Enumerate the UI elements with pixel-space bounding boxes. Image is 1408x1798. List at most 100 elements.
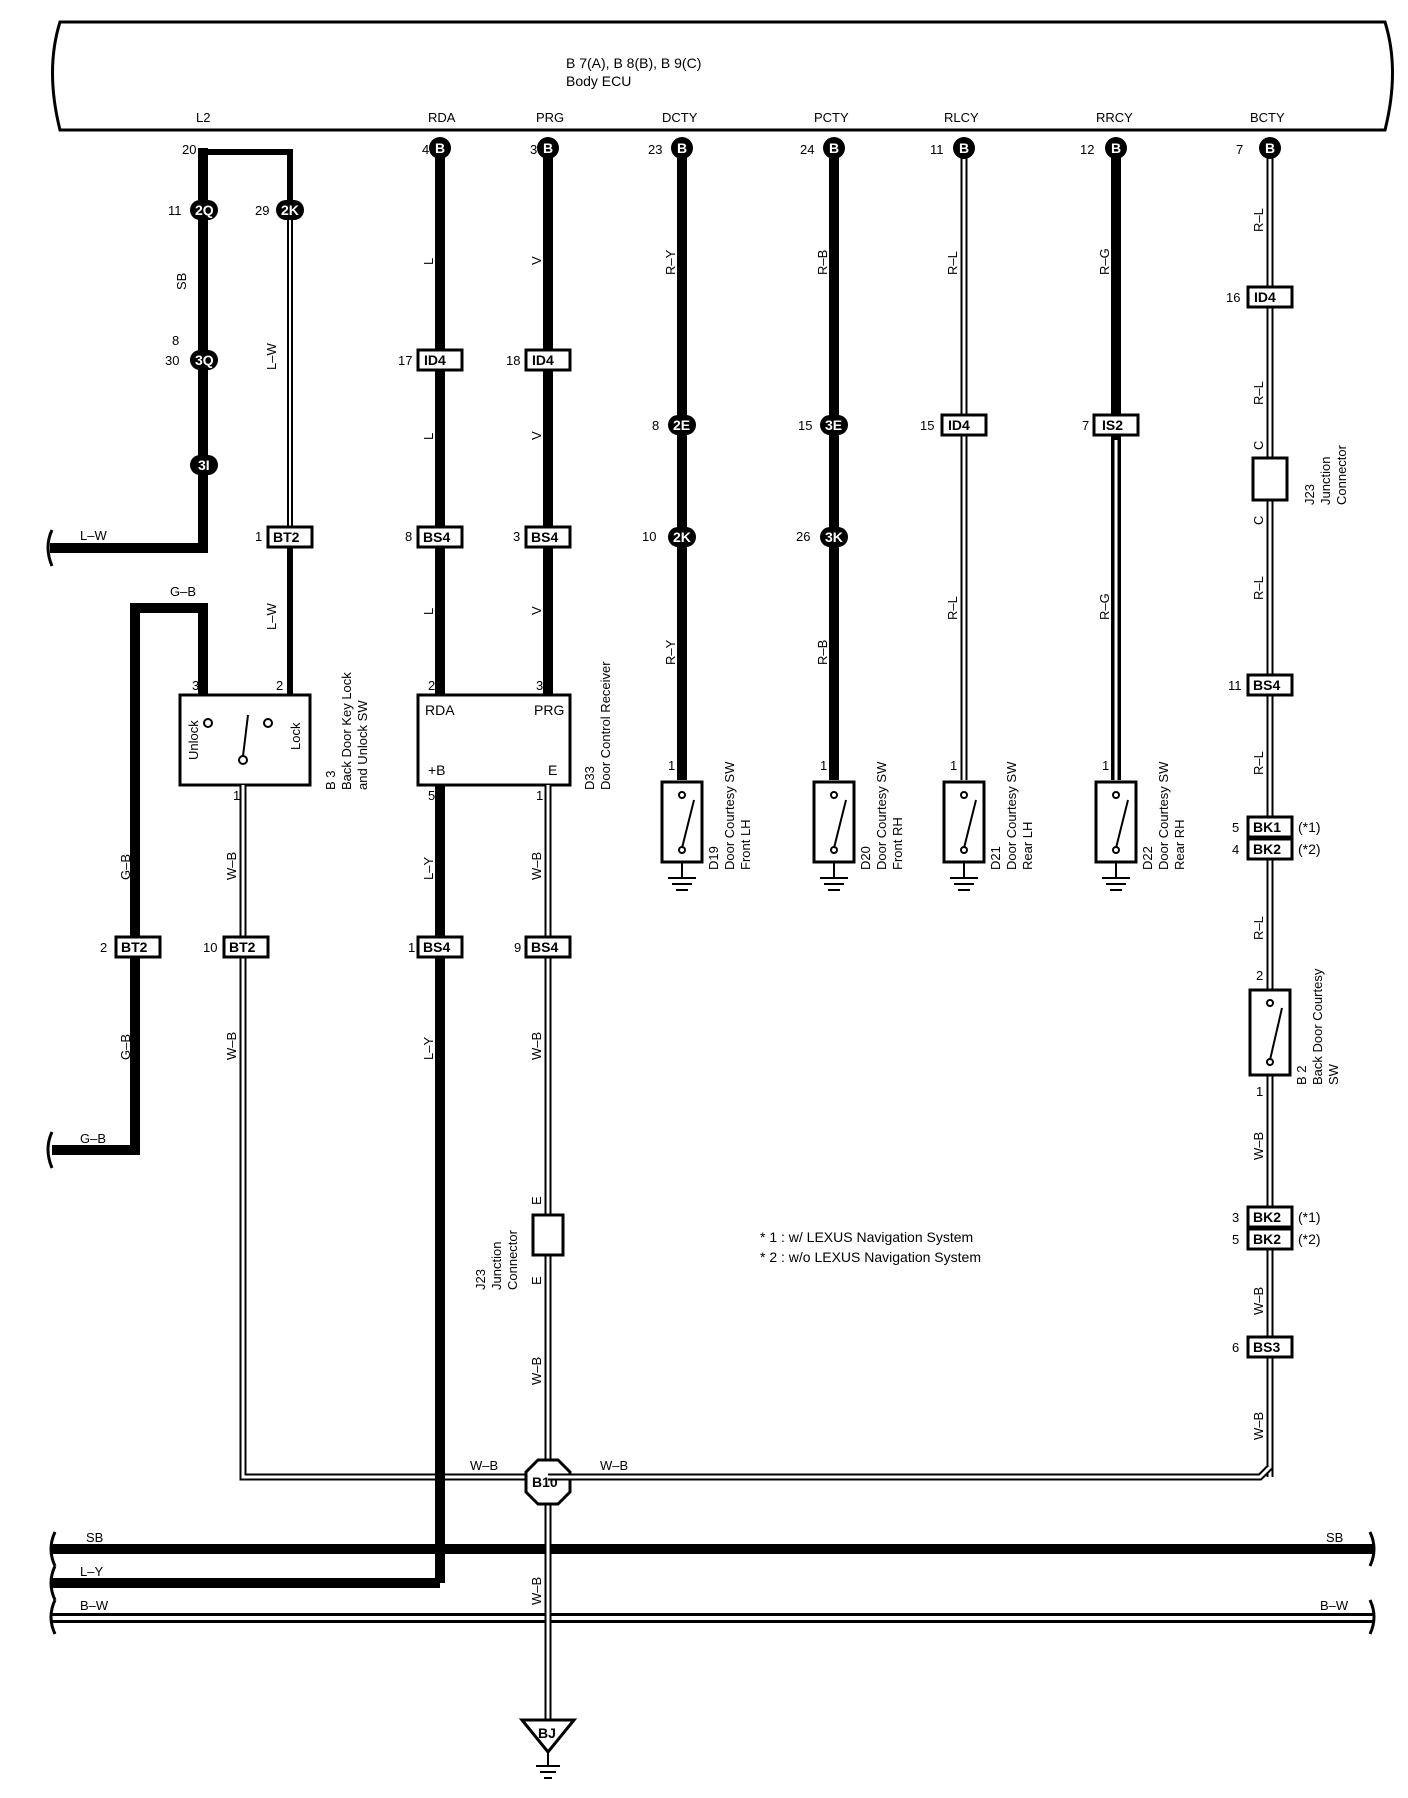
wire-l-1: L: [421, 258, 436, 265]
wire-wb-6: W–B: [529, 1577, 544, 1605]
d22-title-2: Door Courtesy SW: [1156, 761, 1171, 870]
pin-1-b2: 1: [1256, 1084, 1263, 1099]
conn-bk1: BK1: [1253, 819, 1281, 835]
bus-ly: L–Y: [80, 1564, 103, 1579]
b3-title-2: Back Door Key Lock: [339, 672, 354, 790]
pin-11-2q: 11: [168, 203, 182, 218]
conn-bt2-left: BT2: [121, 939, 148, 955]
d19-title-3: Front LH: [738, 819, 753, 870]
conn-b-pcty: B: [829, 140, 839, 156]
note-star2-b: (*2): [1298, 1231, 1321, 1247]
pin-2-bt2: 2: [100, 940, 107, 955]
conn-2q: 2Q: [195, 202, 214, 218]
terminal-rda: RDA: [428, 110, 456, 125]
pin-1-d33: 1: [536, 788, 543, 803]
d33-title-2: Door Control Receiver: [598, 661, 613, 790]
j23-lower-title-2: Junction: [489, 1242, 504, 1290]
door-courtesy-front-rh: 24 B R–B 15 3E 26 3K R–B 1 D20 Door Cour…: [796, 137, 905, 891]
pin-8-2e: 8: [652, 418, 659, 433]
pin-1-d19: 1: [668, 758, 675, 773]
wire-wb-1: W–B: [224, 852, 239, 880]
conn-b-rrcy: B: [1111, 140, 1121, 156]
note-2: * 2 : w/o LEXUS Navigation System: [760, 1249, 981, 1265]
conn-b-prg: B: [543, 140, 553, 156]
conn-2k-dcty: 2K: [673, 529, 691, 545]
conn-b-dcty: B: [677, 140, 687, 156]
pin-24: 24: [800, 142, 814, 157]
wire-rb-1: R–B: [815, 250, 830, 275]
bus-bw-right: B–W: [1320, 1598, 1349, 1613]
door-control-receiver: 4 B 3 B L V 17 ID4 18 ID4 L V 8 BS4 3 BS…: [398, 137, 613, 1779]
wire-rl-b5: R–L: [1251, 916, 1266, 940]
pin-18: 18: [506, 353, 520, 368]
conn-bs4-prg: BS4: [531, 529, 558, 545]
pin-4-rda: 4: [422, 142, 429, 157]
wire-l-3: L: [421, 608, 436, 615]
pin-1-bt2: 1: [255, 529, 262, 544]
note-star2-a: (*2): [1298, 841, 1321, 857]
pin-26: 26: [796, 529, 810, 544]
wire-ry-2: R–Y: [663, 639, 678, 665]
wire-wb-2: W–B: [224, 1032, 239, 1060]
d33-e: E: [548, 762, 557, 778]
terminal-rrcy: RRCY: [1096, 110, 1133, 125]
wire-wb-b10-right: W–B: [600, 1458, 628, 1473]
pin-9-bs4: 9: [514, 940, 521, 955]
pin-11-bs4: 11: [1228, 678, 1242, 693]
conn-2k: 2K: [281, 202, 299, 218]
wire-lw-2: L–W: [264, 603, 279, 630]
d33-title-1: D33: [582, 766, 597, 790]
wire-rg-1: R–G: [1097, 248, 1112, 275]
door-courtesy-rear-rh: 12 B R–G 7 IS2 R–G 1 D22 Door Courtesy S…: [1080, 137, 1187, 891]
note-star1-a: (*1): [1298, 819, 1321, 835]
conn-3k: 3K: [825, 529, 843, 545]
d33-rda: RDA: [425, 702, 455, 718]
wire-gb-top: G–B: [170, 584, 196, 599]
d22-title-1: D22: [1140, 846, 1155, 870]
conn-2e: 2E: [673, 417, 690, 433]
pin-10-bt2: 10: [203, 940, 217, 955]
pin-20: 20: [182, 142, 196, 157]
ground-bj: BJ: [538, 1725, 556, 1741]
wire-l-2: L: [421, 433, 436, 440]
conn-bs3: BS3: [1253, 1339, 1280, 1355]
ecu-line1: B 7(A), B 8(B), B 9(C): [566, 55, 701, 71]
wire-gb-left: G–B: [80, 1131, 106, 1146]
wire-v-1: V: [529, 256, 544, 265]
conn-bk2-b: BK2: [1253, 1209, 1281, 1225]
pin-5-bk2: 5: [1232, 1232, 1239, 1247]
wire-wb-3: W–B: [529, 852, 544, 880]
l2-circuit: 20 11 2Q 29 2K SB L–W 30 3Q 8 3I L–W 1 B…: [46, 142, 314, 700]
bus-bw-left: B–W: [80, 1598, 109, 1613]
pin-7-bcty: 7: [1236, 142, 1243, 157]
wire-ry-1: R–Y: [663, 249, 678, 275]
pin-5-bk1: 5: [1232, 820, 1239, 835]
bcty-circuit: W–B 7 B R–L 16 ID4 R–L C C J23 Junction …: [548, 137, 1349, 1481]
d19-title-2: Door Courtesy SW: [722, 761, 737, 870]
pin-15-3e: 15: [798, 418, 812, 433]
pin-16: 16: [1226, 290, 1240, 305]
pin-3-prg: 3: [530, 142, 537, 157]
pin-15-id4: 15: [920, 418, 934, 433]
conn-id4-rda: ID4: [424, 352, 446, 368]
wire-v-2: V: [529, 431, 544, 440]
wire-ly-2: L–Y: [421, 1037, 436, 1060]
conn-bt2-mid: BT2: [229, 939, 256, 955]
d20-title-3: Front RH: [890, 817, 905, 870]
pin-2-b2: 2: [1256, 968, 1263, 983]
label-unlock: Unlock: [186, 720, 201, 760]
conn-is2: IS2: [1102, 417, 1123, 433]
bus-sb-left: SB: [86, 1530, 103, 1545]
j23-upper-title-2: Junction: [1318, 457, 1333, 505]
j23-lower-e1: E: [529, 1196, 544, 1205]
wire-wb-5: W–B: [529, 1357, 544, 1385]
conn-id4-prg: ID4: [532, 352, 554, 368]
ecu-line2: Body ECU: [566, 73, 631, 89]
pin-2-d33: 2: [428, 678, 435, 693]
pin-4-bk2: 4: [1232, 842, 1239, 857]
pin-3-bs4: 3: [513, 529, 520, 544]
b3-title-1: B 3: [323, 770, 338, 790]
pin-30: 30: [165, 353, 179, 368]
wire-rg-2: R–G: [1097, 593, 1112, 620]
j23-upper-c1: C: [1251, 441, 1266, 450]
